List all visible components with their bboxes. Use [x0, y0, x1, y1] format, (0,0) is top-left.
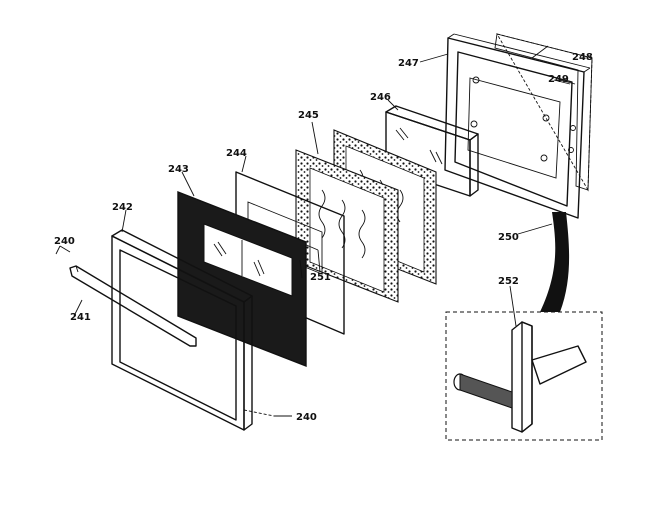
inner-door-247 — [444, 33, 591, 219]
callout-243: 243 — [168, 164, 189, 175]
leader-lines — [55, 45, 571, 417]
callout-251: 251 — [310, 272, 331, 283]
gasket-248 — [494, 33, 593, 192]
callout-250: 250 — [498, 232, 519, 243]
callout-249: 249 — [548, 74, 569, 85]
outer-glass-243 — [177, 190, 307, 368]
insulation-245-front — [295, 149, 399, 303]
callout-241: 241 — [70, 312, 91, 323]
callout-247: 247 — [398, 58, 419, 69]
window-pack-246 — [385, 105, 479, 197]
callout-240-bottom: 240 — [296, 412, 317, 423]
liner-edge-249 — [559, 79, 576, 85]
callout-246: 246 — [370, 92, 391, 103]
hinge-detail-252 — [445, 212, 603, 441]
door-frame-242 — [111, 229, 253, 431]
callout-245: 245 — [298, 110, 319, 121]
callout-252: 252 — [498, 276, 519, 287]
callout-242: 242 — [112, 202, 133, 213]
handle-241 — [69, 265, 197, 347]
callout-248: 248 — [572, 52, 593, 63]
callout-240-top: 240 — [54, 236, 75, 247]
callout-labels: 240 241 242 243 244 245 246 247 248 249 … — [54, 52, 593, 423]
callout-244: 244 — [226, 148, 247, 159]
